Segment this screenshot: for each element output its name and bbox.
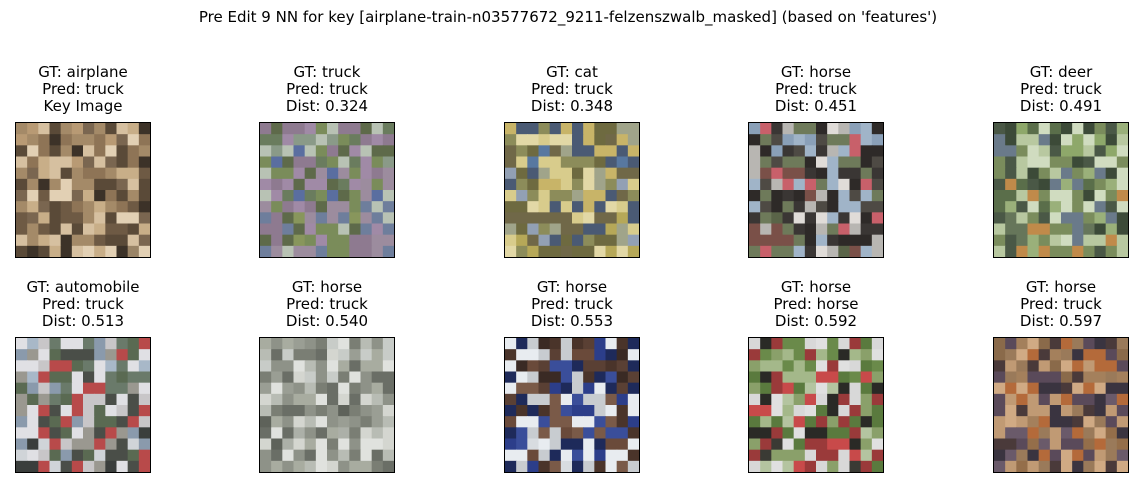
thumbnail-mosaic xyxy=(16,338,150,472)
caption-line: Pred: truck xyxy=(531,80,613,98)
caption-line: Dist: 0.348 xyxy=(530,97,614,115)
thumbnail-image xyxy=(15,122,151,258)
caption-line: GT: airplane xyxy=(38,63,128,81)
thumbnail-image xyxy=(15,337,151,473)
thumbnail-mosaic xyxy=(16,123,150,257)
caption-line: Pred: truck xyxy=(531,295,613,313)
caption-line: Pred: truck xyxy=(775,80,857,98)
thumbnail-mosaic xyxy=(505,338,639,472)
thumbnail-image xyxy=(504,122,640,258)
caption-line: GT: horse xyxy=(780,63,852,81)
thumbnail-mosaic xyxy=(260,338,394,472)
figure-title: Pre Edit 9 NN for key [airplane-train-n0… xyxy=(198,8,938,26)
thumbnail-mosaic xyxy=(505,123,639,257)
caption-line: Key Image xyxy=(43,97,123,115)
caption-line: Pred: truck xyxy=(286,295,368,313)
caption-line: Pred: truck xyxy=(42,80,124,98)
thumbnail-mosaic xyxy=(994,338,1128,472)
caption-line: GT: horse xyxy=(291,278,363,296)
thumbnail-mosaic xyxy=(749,338,883,472)
thumbnail-mosaic xyxy=(260,123,394,257)
caption-line: GT: truck xyxy=(293,63,361,81)
caption-line: Dist: 0.491 xyxy=(1019,97,1103,115)
thumbnail-image xyxy=(259,122,395,258)
caption-line: GT: horse xyxy=(536,278,608,296)
caption-line: GT: deer xyxy=(1029,63,1093,81)
caption-line: Dist: 0.553 xyxy=(530,312,614,330)
thumbnail-image xyxy=(748,122,884,258)
caption-line: Pred: truck xyxy=(286,80,368,98)
caption-line: Dist: 0.513 xyxy=(41,312,125,330)
caption-line: Pred: horse xyxy=(773,295,859,313)
thumbnail-image xyxy=(993,122,1129,258)
thumbnail-image xyxy=(748,337,884,473)
caption-line: Dist: 0.540 xyxy=(285,312,369,330)
thumbnail-mosaic xyxy=(994,123,1128,257)
caption-line: Dist: 0.451 xyxy=(774,97,858,115)
caption-line: GT: automobile xyxy=(26,278,140,296)
caption-line: GT: horse xyxy=(1025,278,1097,296)
caption-line: Pred: truck xyxy=(1020,80,1102,98)
caption-line: GT: horse xyxy=(780,278,852,296)
caption-line: GT: cat xyxy=(546,63,598,81)
caption-line: Dist: 0.597 xyxy=(1019,312,1103,330)
caption-line: Dist: 0.592 xyxy=(774,312,858,330)
thumbnail-image xyxy=(993,337,1129,473)
thumbnail-mosaic xyxy=(749,123,883,257)
caption-line: Pred: truck xyxy=(42,295,124,313)
thumbnail-image xyxy=(259,337,395,473)
thumbnail-image xyxy=(504,337,640,473)
caption-line: Dist: 0.324 xyxy=(285,97,369,115)
caption-line: Pred: truck xyxy=(1020,295,1102,313)
